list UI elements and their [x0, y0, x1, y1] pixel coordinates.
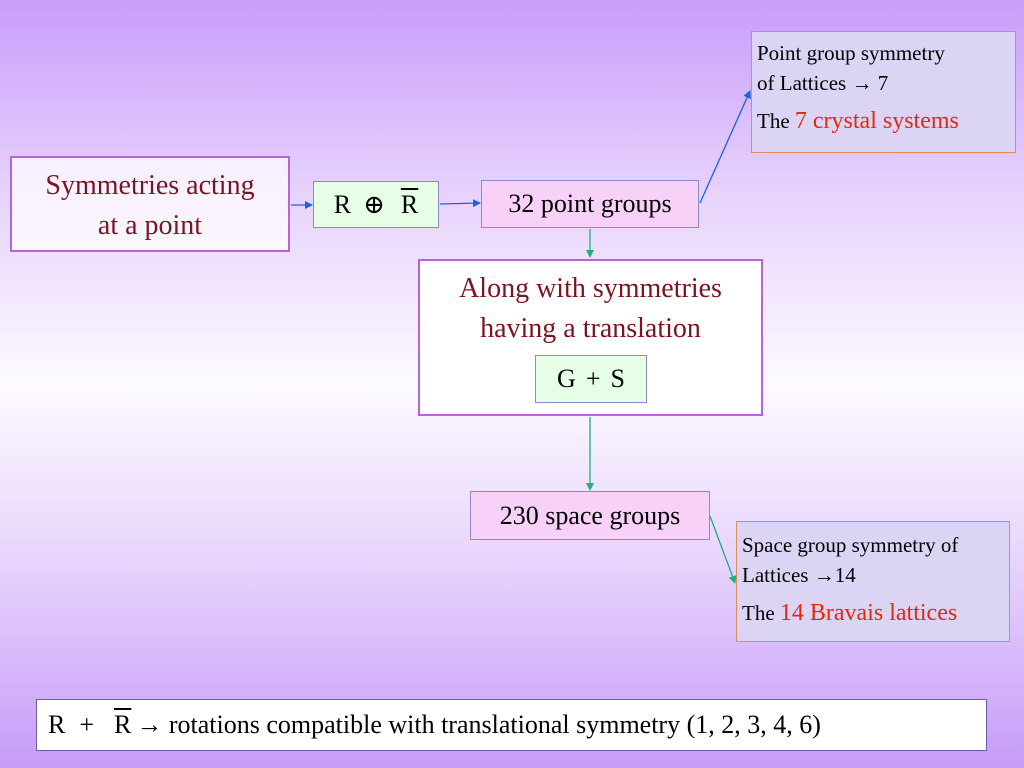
space-group-note-line2: Lattices →14	[742, 563, 856, 587]
plus-symbol: +	[585, 364, 601, 393]
r-symbol: R	[333, 190, 352, 219]
arrow-point-groups-to-note	[699, 90, 751, 204]
along-line1: Along with symmetries	[459, 273, 722, 304]
oplus-symbol: ⊕	[363, 190, 385, 219]
s-symbol: S	[610, 364, 625, 393]
g-plus-s-box: G + S	[535, 355, 647, 403]
footer-plus: +	[79, 710, 95, 739]
translation-symmetries-box: Along with symmetries having a translati…	[418, 259, 763, 416]
g-symbol: G	[557, 364, 576, 393]
point-groups-box: 32 point groups	[481, 180, 699, 228]
symmetries-line1: Symmetries acting	[45, 170, 255, 201]
r-oplus-rbar-box: R ⊕ R	[313, 181, 439, 228]
point-groups-label: 32 point groups	[508, 189, 672, 218]
point-group-note-line2: of Lattices → 7	[757, 71, 889, 95]
footer-r-bar: R	[114, 710, 132, 739]
footer-statement: R+R→ rotations compatible with translati…	[36, 699, 987, 751]
crystal-systems-highlight: 7 crystal systems	[794, 108, 959, 134]
space-group-note: Space group symmetry of Lattices →14 The…	[736, 521, 1010, 642]
along-line2: having a translation	[480, 313, 701, 344]
point-group-note: Point group symmetry of Lattices → 7 The…	[751, 31, 1016, 153]
arrow-space-groups-to-note	[709, 515, 737, 584]
arrow-r-to-point-groups	[439, 199, 481, 208]
point-group-note-line1: Point group symmetry	[757, 41, 945, 65]
point-group-note-the: The	[757, 109, 790, 133]
space-group-note-the: The	[742, 601, 775, 625]
symmetries-at-point-box: Symmetries acting at a point	[10, 156, 290, 252]
r-bar-symbol: R	[400, 190, 419, 219]
footer-text: → rotations compatible with translationa…	[136, 710, 821, 739]
space-group-note-line1: Space group symmetry of	[742, 533, 959, 557]
symmetries-line2: at a point	[97, 210, 203, 241]
space-groups-box: 230 space groups	[470, 491, 710, 540]
bravais-lattices-highlight: 14 Bravais lattices	[779, 600, 958, 626]
footer-r: R	[48, 710, 66, 739]
space-groups-label: 230 space groups	[499, 501, 681, 530]
